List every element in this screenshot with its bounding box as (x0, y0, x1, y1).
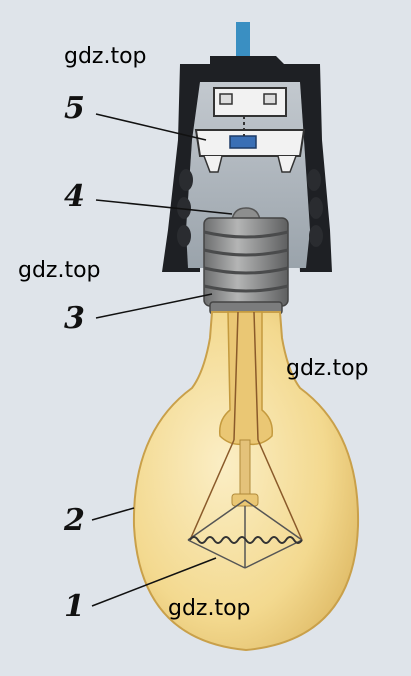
label-5: 5 (64, 91, 85, 126)
supply-wire (236, 22, 250, 64)
leader-lines (91, 113, 233, 607)
lead-wires (189, 311, 303, 541)
filament-coil (189, 536, 303, 544)
contact-block (194, 87, 306, 173)
socket-ribs (177, 169, 323, 247)
watermark: gdz.top (286, 356, 369, 381)
support-wires (187, 499, 303, 569)
label-2: 2 (64, 503, 85, 538)
label-3: 3 (64, 301, 85, 336)
watermark: gdz.top (168, 596, 251, 621)
base-center-contact (231, 207, 261, 221)
watermark: gdz.top (64, 44, 147, 69)
screw-base (203, 217, 289, 315)
label-1: 1 (64, 589, 85, 624)
watermark: gdz.top (18, 258, 101, 283)
label-4: 4 (64, 179, 85, 214)
